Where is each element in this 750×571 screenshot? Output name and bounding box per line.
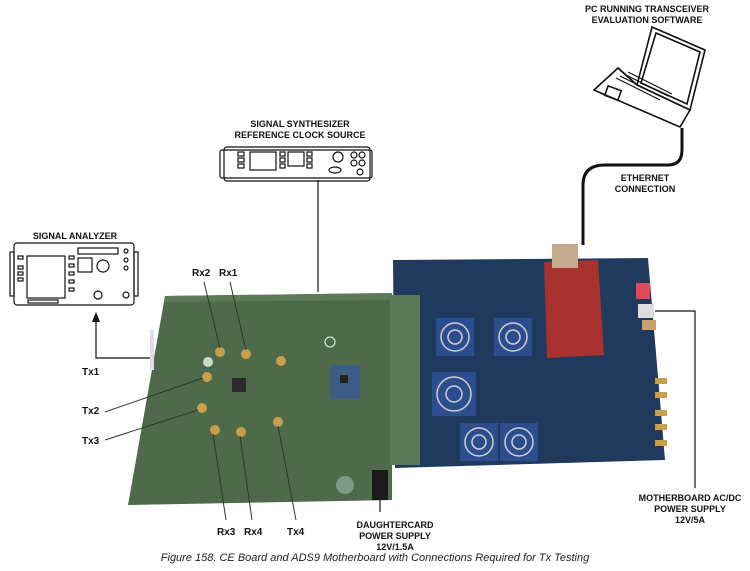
analyzer-label: SIGNAL ANALYZER [32, 231, 118, 241]
leader-lines [104, 281, 297, 521]
port-label-tx1: Tx1 [82, 367, 100, 378]
laptop-icon [592, 25, 706, 129]
port-label-tx3: Tx3 [82, 436, 100, 447]
daughtercard-power-label: DAUGHTERCARD POWER SUPPLY 12V/1.5A [356, 520, 434, 552]
figure-caption: Figure 158. CE Board and ADS9 Motherboar… [160, 552, 590, 564]
signal-synthesizer-icon [219, 146, 373, 182]
sma-connectors [197, 347, 286, 437]
port-label-rx2: Rx2 [192, 268, 211, 279]
fan-icons [436, 322, 534, 457]
tx1-arrow-icon [92, 312, 100, 322]
ads9-motherboard [390, 244, 667, 468]
pc-label: PC RUNNING TRANSCEIVER EVALUATION SOFTWA… [584, 4, 709, 25]
ethernet-cable [581, 128, 684, 245]
mb-power-cable [655, 310, 696, 488]
motherboard-power-label: MOTHERBOARD AC/DC POWER SUPPLY 12V/5A [638, 493, 742, 525]
port-label-rx1: Rx1 [219, 268, 238, 279]
ce-board [128, 293, 392, 505]
synthesizer-label: SIGNAL SYNTHESIZER REFERENCE CLOCK SOURC… [234, 119, 366, 140]
port-label-tx2: Tx2 [82, 406, 100, 417]
fpga-carrier-board [544, 260, 604, 358]
port-label-rx4: Rx4 [244, 527, 263, 538]
signal-analyzer-icon [9, 242, 139, 306]
port-label-tx4: Tx4 [287, 527, 305, 538]
port-label-rx3: Rx3 [217, 527, 236, 538]
ethernet-label: ETHERNET CONNECTION [614, 173, 676, 194]
